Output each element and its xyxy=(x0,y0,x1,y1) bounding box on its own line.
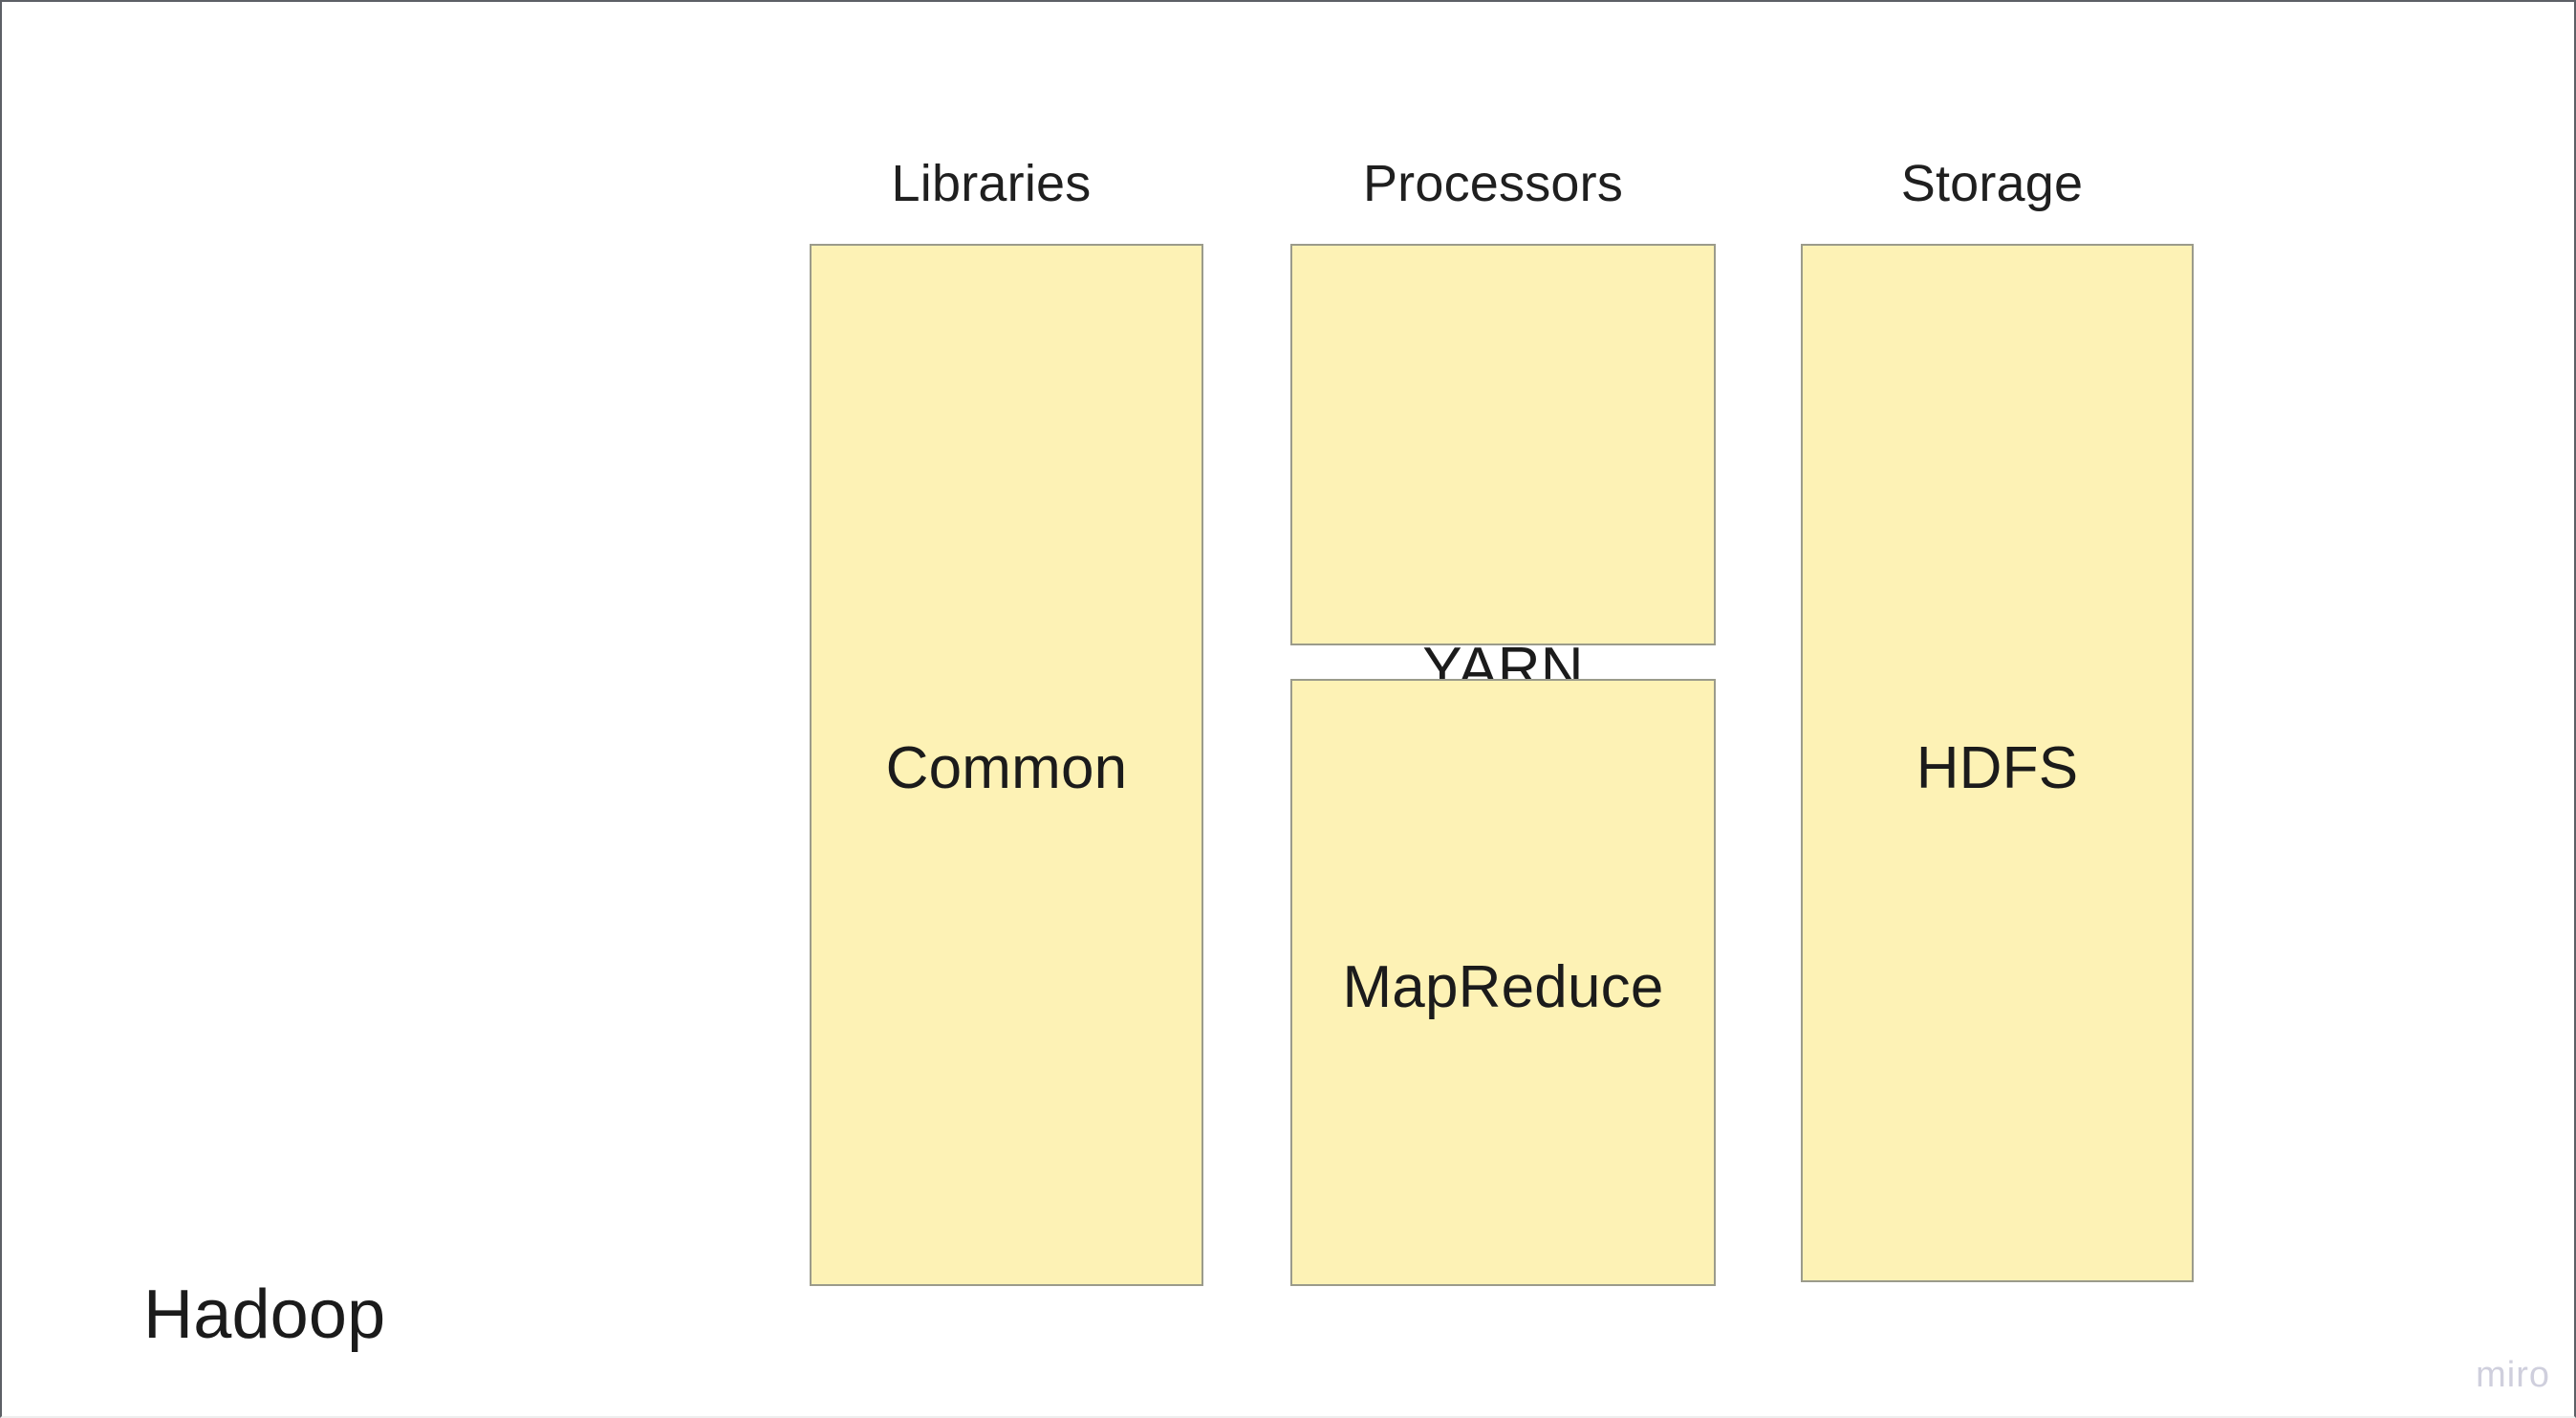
column-header-storage: Storage xyxy=(1900,155,2084,212)
miro-watermark: miro xyxy=(2476,1355,2550,1395)
node-box-common[interactable]: Common xyxy=(810,244,1203,1286)
node-box-yarn[interactable]: YARN xyxy=(1290,244,1716,699)
node-label-hdfs: HDFS xyxy=(1916,735,2079,801)
node-box-mapreduce[interactable]: MapReduce xyxy=(1290,679,1716,1286)
column-header-processors: Processors xyxy=(1362,155,1624,212)
node-label-common: Common xyxy=(885,735,1128,801)
node-label-mapreduce: MapReduce xyxy=(1342,954,1664,1020)
diagram-title: Hadoop xyxy=(143,1276,386,1353)
node-box-hdfs[interactable]: HDFS xyxy=(1801,244,2194,1282)
column-header-libraries: Libraries xyxy=(891,155,1092,212)
